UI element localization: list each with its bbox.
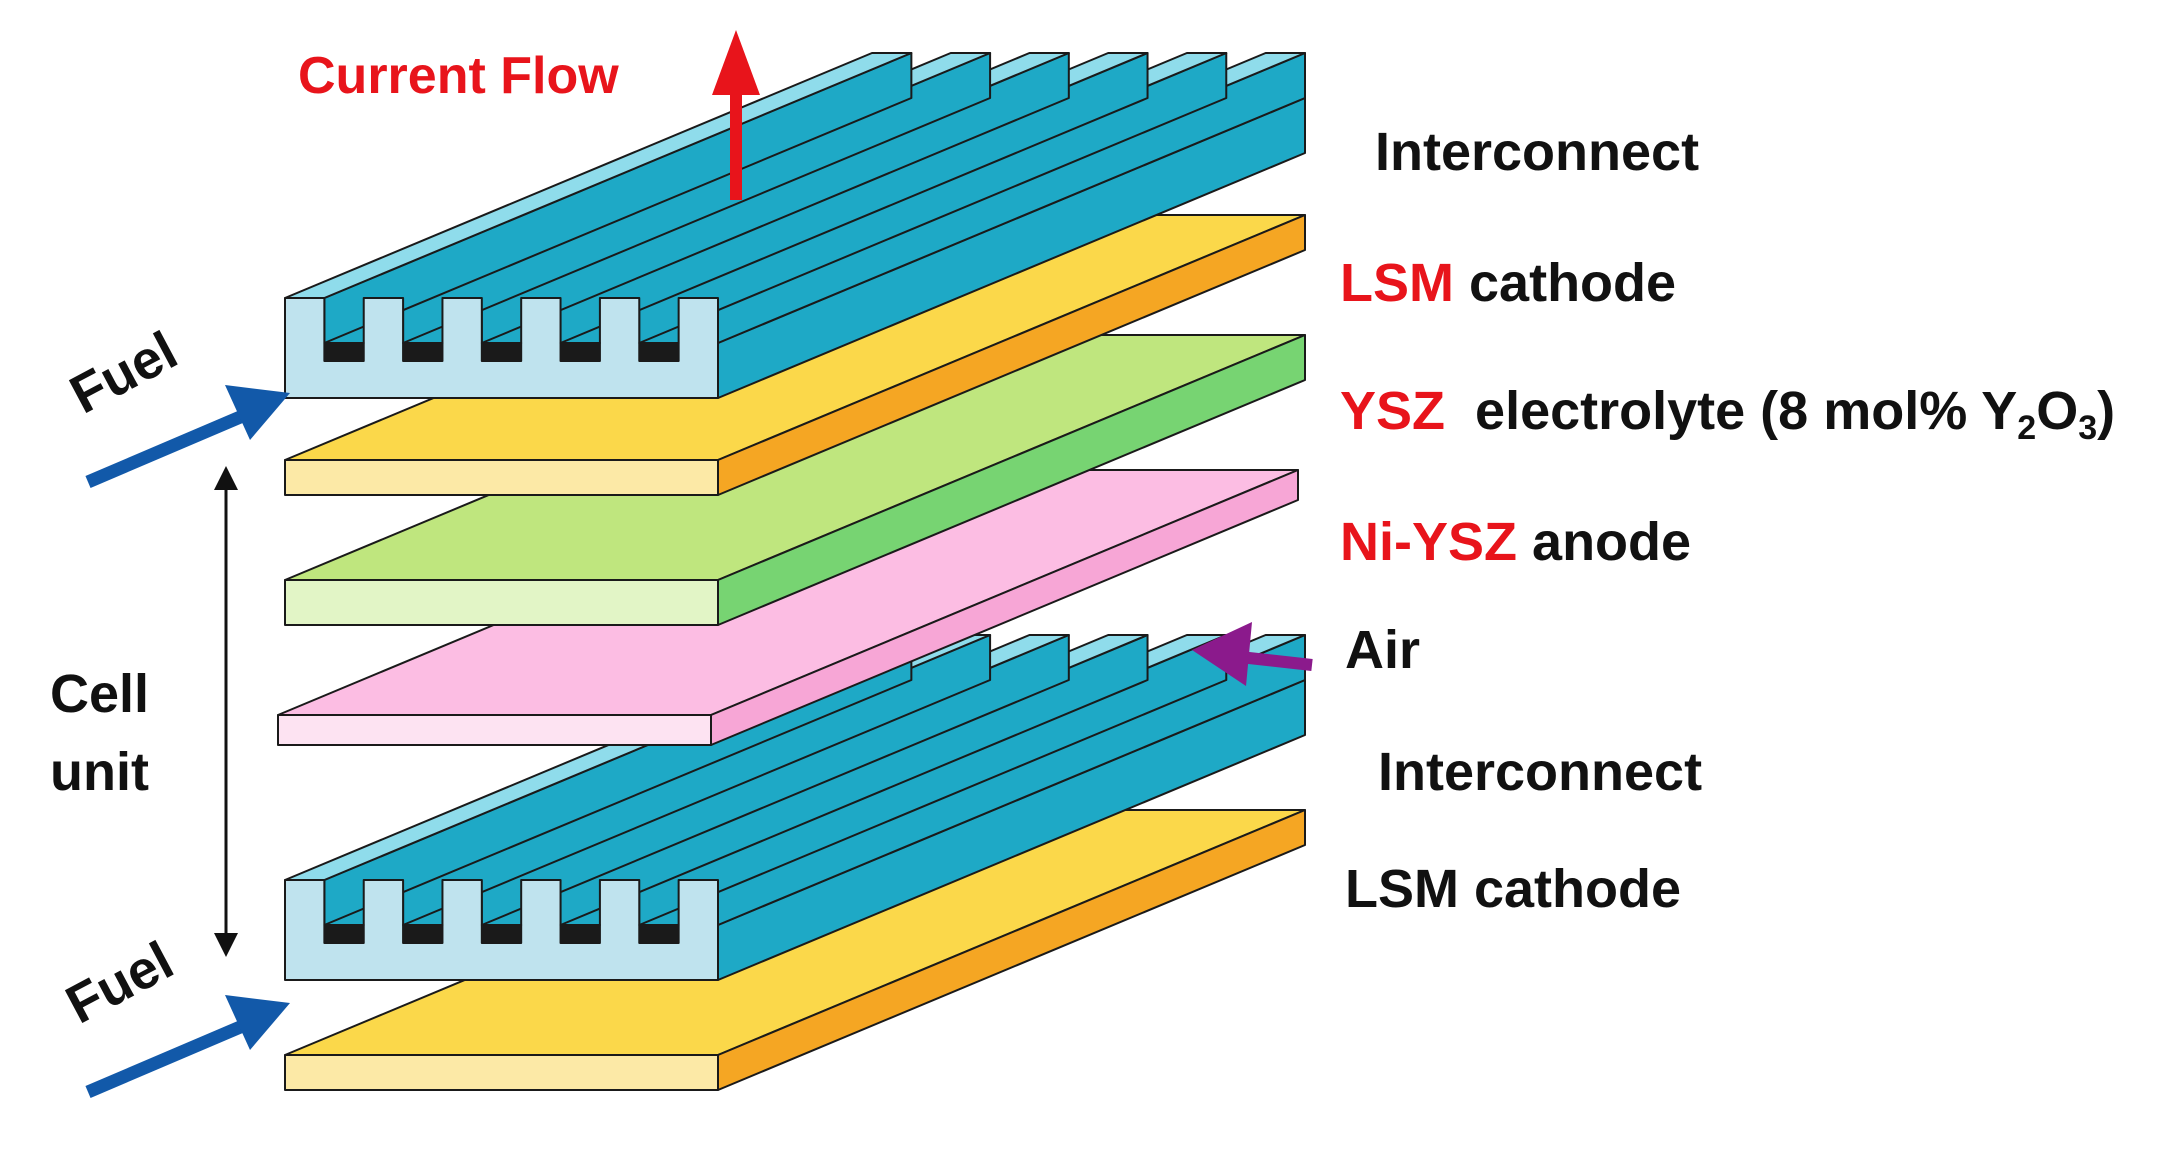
interconnect-channel	[402, 924, 444, 944]
interconnect-top	[284, 52, 1306, 399]
interconnect-channel	[402, 342, 444, 362]
lsm-cathode-top-front-face	[284, 459, 719, 496]
cell-unit-label-line1: Cell	[50, 664, 150, 724]
interconnect-channel	[323, 342, 365, 362]
interconnect-channel	[638, 924, 680, 944]
oxygen-symbol: O	[2036, 381, 2079, 441]
fuel-arrow	[85, 385, 290, 488]
ni-ysz-anode-label: Ni-YSZ anode	[1340, 515, 1691, 569]
air-label: Air	[1345, 620, 1421, 680]
current-flow-arrow	[712, 30, 760, 200]
o-subscript: 3	[2078, 409, 2098, 447]
close-paren: )	[2097, 381, 2116, 441]
fuel-arrow	[85, 995, 290, 1098]
lsm-abbr: LSM	[1340, 253, 1454, 313]
cathode-word: cathode	[1469, 253, 1677, 313]
interconnect-bottom	[284, 634, 1306, 981]
lsm-cathode-bottom-label: LSM cathode	[1345, 859, 1682, 919]
y-subscript: 2	[2017, 409, 2037, 447]
lsm-cathode-top-side-face	[717, 214, 1306, 496]
ysz-electrolyte-front-face	[284, 579, 719, 626]
lsm-cathode-bottom-side-face	[717, 809, 1306, 1091]
ysz-abbr: YSZ	[1340, 381, 1446, 441]
interconnect-top-label: Interconnect	[1375, 122, 1700, 182]
ni-ysz-anode-side-face	[710, 469, 1299, 746]
air-arrow	[1192, 622, 1313, 686]
anode-word: anode	[1532, 512, 1692, 572]
interconnect-channel	[480, 342, 523, 362]
interconnect-channel	[480, 924, 523, 944]
interconnect-channel	[559, 924, 601, 944]
ysz-electrolyte-side-face	[717, 334, 1306, 626]
electrolyte-text: electrolyte (8 mol% Y	[1475, 381, 2018, 441]
interconnect-channel	[559, 342, 601, 362]
ni-ysz-anode-front-face	[277, 714, 712, 746]
lsm-cathode-bottom-front-face	[284, 1054, 719, 1091]
lsm-cathode-top-label: LSM cathode	[1340, 256, 1676, 310]
ni-ysz-abbr: Ni-YSZ	[1340, 512, 1518, 572]
interconnect-channel	[638, 342, 680, 362]
ysz-electrolyte-label: YSZ electrolyte (8 mol% Y2O3)	[1340, 384, 2115, 445]
current-flow-label: Current Flow	[298, 47, 619, 105]
interconnect-channel	[323, 924, 365, 944]
interconnect-bottom-label: Interconnect	[1378, 742, 1703, 802]
cell-unit-label-line2: unit	[50, 742, 149, 802]
